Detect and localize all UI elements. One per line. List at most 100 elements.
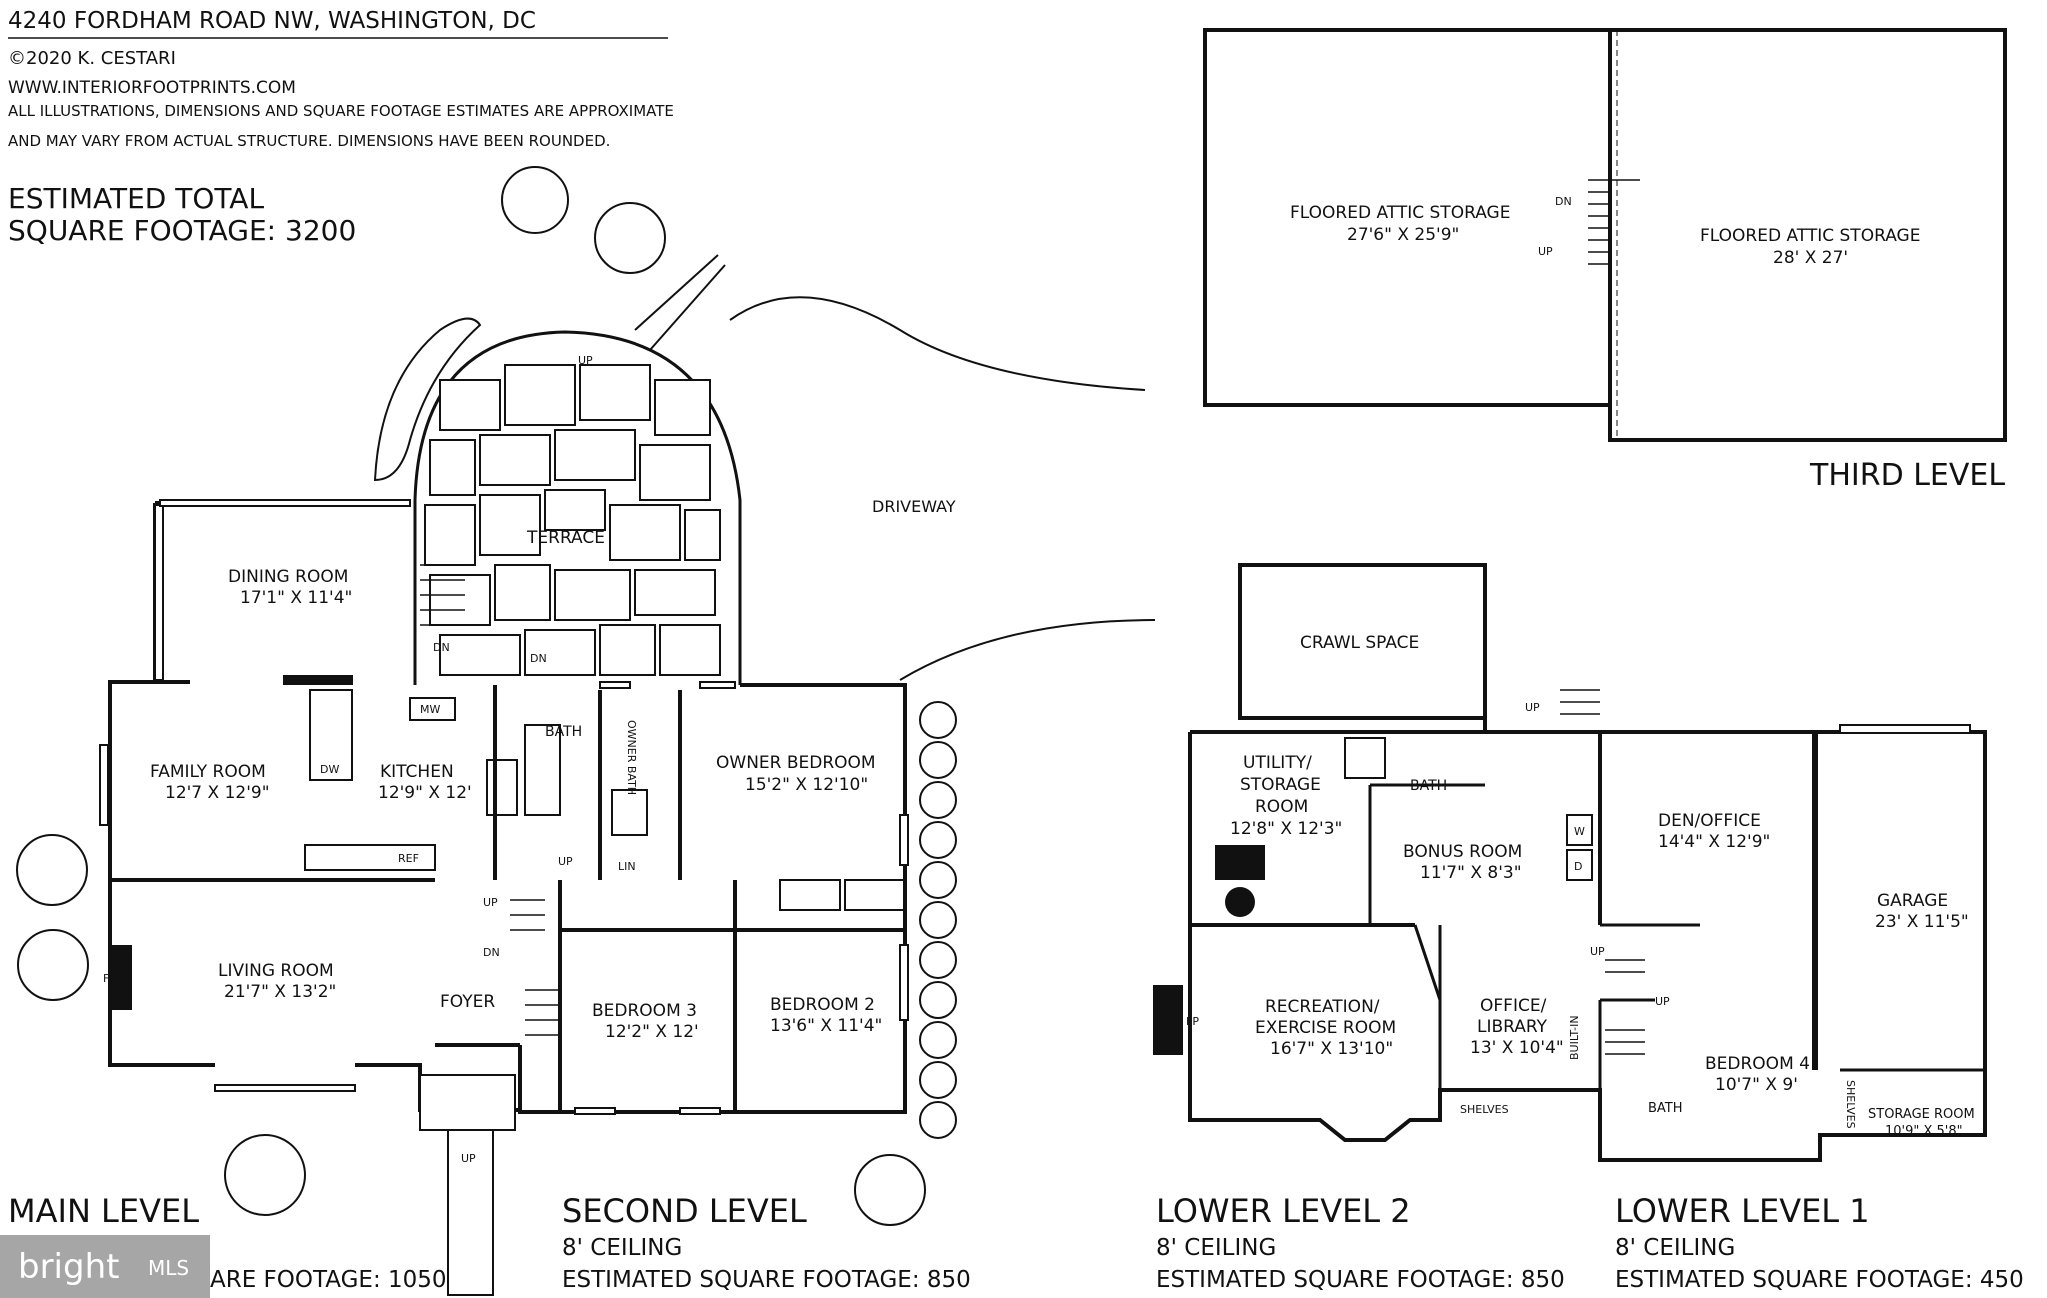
windows [99,499,909,1115]
utility-line-1: UTILITY/ [1243,753,1312,773]
dining-room-dim: 17'1" X 11'4" [240,588,352,608]
lower-level-1-ceiling: 8' CEILING [1615,1235,1735,1261]
tree-icon [919,741,957,779]
closet-unit [844,879,906,911]
tree-icon [919,941,957,979]
total-sqft-line-2: SQUARE FOOTAGE: 3200 [8,214,356,247]
storage-room-name: STORAGE ROOM [1868,1107,1975,1122]
office-dim: 13' X 10'4" [1470,1038,1564,1058]
tree-icon [854,1154,926,1226]
rec-line-1: RECREATION/ [1265,997,1380,1017]
bright-mls-watermark: bright MLS [0,1235,210,1298]
lower-level-2-ceiling: 8' CEILING [1156,1235,1276,1261]
tree-icon [919,1101,957,1139]
tree-icon [594,202,666,274]
entry-porch [419,1074,516,1131]
terrace-outline [413,330,742,685]
utility-line-3: ROOM [1255,797,1308,817]
lower-bath-label: BATH [1410,778,1447,794]
attic-stairs [1588,179,1640,265]
terrace-up-label: UP [578,354,593,367]
attic-storage-2-name: FLOORED ATTIC STORAGE [1700,226,1920,246]
third-level-plan: FLOORED ATTIC STORAGE 27'6" X 25'9" FLOO… [1203,28,2007,493]
lower-up-label: UP [1655,995,1670,1008]
office-line-2: LIBRARY [1477,1017,1548,1037]
den-office-dim: 14'4" X 12'9" [1658,832,1770,852]
family-room-dim: 12'7 X 12'9" [165,783,270,803]
tree-icon [919,1021,957,1059]
refrigerator-counter [304,844,436,871]
tree-icon [919,861,957,899]
office-line-1: OFFICE/ [1480,996,1547,1016]
bedroom-4-dim: 10'7" X 9' [1715,1075,1798,1095]
rec-dim: 16'7" X 13'10" [1270,1039,1393,1059]
tree-icon [919,781,957,819]
second-level-title: SECOND LEVEL [562,1192,807,1230]
terrace-label: TERRACE [526,528,605,548]
stair-up-label: UP [558,855,573,868]
bedroom-3-dim: 12'2" X 12' [605,1022,699,1042]
tree-icon [16,834,88,906]
tree-icon [501,166,569,234]
bonus-room-dim: 11'7" X 8'3" [1420,863,1522,883]
living-room-name: LIVING ROOM [218,961,334,981]
disclaimer-line-1: ALL ILLUSTRATIONS, DIMENSIONS AND SQUARE… [8,102,674,120]
range-stove [486,759,518,816]
lower-up-label: UP [1590,945,1605,958]
kitchen-island [309,689,353,781]
owner-bedroom-name: OWNER BEDROOM [716,753,876,773]
furnace-box [1215,845,1265,880]
closet-unit [779,879,841,911]
bedroom-3-name: BEDROOM 3 [592,1001,697,1021]
built-in-label: BUILT-IN [1568,1015,1581,1060]
utility-line-2: STORAGE [1240,775,1321,795]
refrigerator-label: REF [398,852,419,865]
second-level-labels: BATH OWNER BATH LIN OWNER BEDROOM 15'2" … [545,720,882,1042]
header-block: 4240 FORDHAM ROAD NW, WASHINGTON, DC ©20… [8,8,674,247]
driveway-label: DRIVEWAY [872,497,956,516]
level-titles: MAIN LEVEL ARE FOOTAGE: 1050 SECOND LEVE… [8,1192,2024,1293]
lower-level-2-title: LOWER LEVEL 2 [1156,1192,1411,1230]
dishwasher-label: DW [320,763,339,776]
main-level-labels: DINING ROOM 17'1" X 11'4" FAMILY ROOM 12… [103,567,573,1165]
disclaimer-line-2: AND MAY VARY FROM ACTUAL STRUCTURE. DIME… [8,132,610,150]
attic-up-label: UP [1538,245,1553,258]
hedge-shape [373,317,482,482]
bedroom-2-name: BEDROOM 2 [770,995,875,1015]
storage-room-dim: 10'9" X 5'8" [1885,1124,1963,1139]
microwave-box [409,697,456,721]
lower-level-plan [1153,563,1987,1162]
entry-walk [447,1129,494,1296]
tree-icon [17,929,89,1001]
tree-icon [919,701,957,739]
lower-level-1-sqft: ESTIMATED SQUARE FOOTAGE: 450 [1615,1267,2024,1293]
terrace-stones [424,364,721,676]
watermark-suffix: MLS [148,1256,189,1280]
kitchen-name: KITCHEN [380,762,454,782]
attic-storage-2-dim: 28' X 27' [1773,248,1848,268]
main-level-plan: TERRACE UP [99,330,909,1296]
utility-dim: 12'8" X 12'3" [1230,819,1342,839]
lower-level-labels: CRAWL SPACE UTILITY/ STORAGE ROOM 12'8" … [1186,633,1975,1139]
second-level-ceiling: 8' CEILING [562,1235,682,1261]
address-title: 4240 FORDHAM ROAD NW, WASHINGTON, DC [8,8,536,34]
main-level-sqft: ARE FOOTAGE: 1050 [210,1267,447,1293]
garage-window [1839,724,1971,734]
lower-up-label: UP [1525,701,1540,714]
lower-stairs [1560,689,1645,1055]
tree-icon [224,1134,306,1216]
storage-shelves-label: SHELVES [1844,1080,1857,1129]
living-room-dim: 21'7" X 13'2" [224,982,336,1002]
owner-bath-label: OWNER BATH [625,720,638,795]
garage-dim: 23' X 11'5" [1875,912,1969,932]
tree-icon [919,1061,957,1099]
stair-dn-label: DN [433,641,450,654]
entry-up-label: UP [461,1152,476,1165]
tree-icon [919,821,957,859]
bonus-room-name: BONUS ROOM [1403,842,1522,862]
rec-line-2: EXERCISE ROOM [1255,1018,1396,1038]
garage-name: GARAGE [1877,891,1948,911]
stair-dn-label: DN [483,946,500,959]
lower-fireplace-label: FP [1186,1015,1199,1028]
attic-storage-1-dim: 27'6" X 25'9" [1347,225,1459,245]
